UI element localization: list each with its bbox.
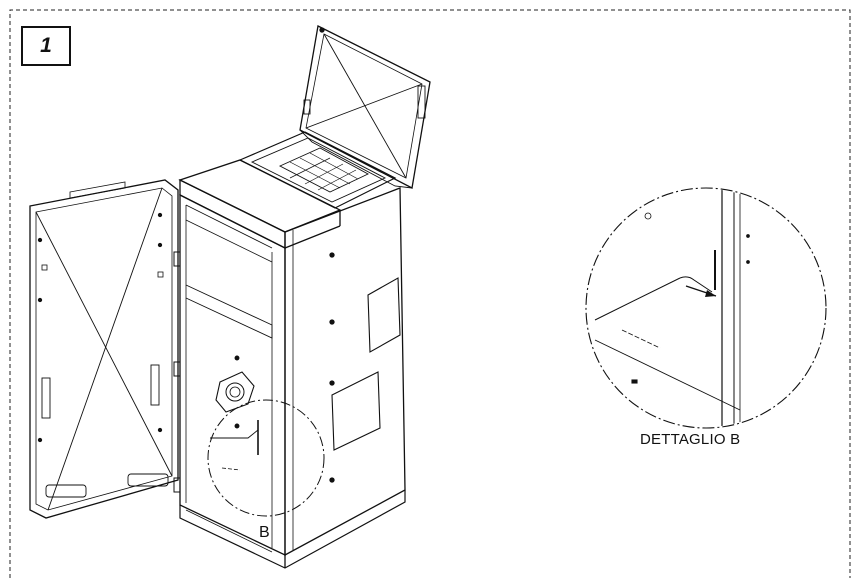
hopper-opening bbox=[238, 131, 397, 209]
step-number: 1 bbox=[40, 34, 52, 57]
detail-circle-large bbox=[585, 187, 827, 429]
step-number-box: 1 bbox=[21, 26, 71, 66]
front-door bbox=[29, 179, 181, 519]
top-lid bbox=[299, 25, 431, 189]
callout-b-letter: B bbox=[259, 524, 270, 541]
detail-circle-small bbox=[207, 399, 325, 517]
cabinet-body bbox=[178, 159, 406, 569]
dashed-frame bbox=[9, 9, 851, 578]
detail-b-label: DETTAGLIO B bbox=[640, 431, 741, 448]
